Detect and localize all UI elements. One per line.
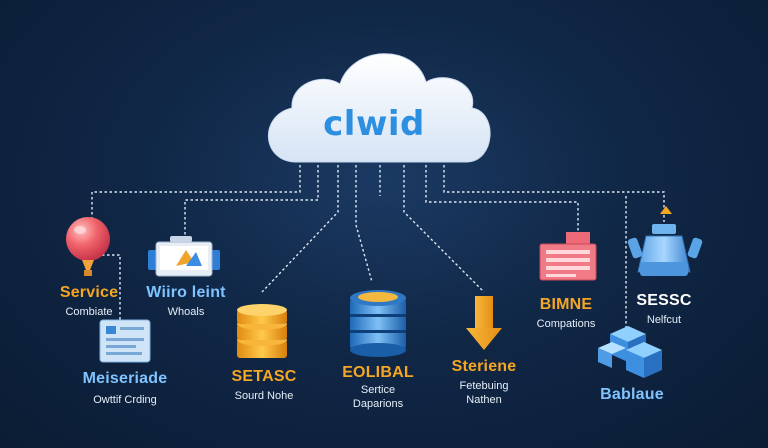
connector-steriene <box>403 160 485 293</box>
node-title-steriene: Steriene <box>451 358 517 375</box>
node-title-meiseriade: Meiseriade <box>82 370 168 387</box>
connector-service <box>91 160 301 218</box>
storage-drum-icon <box>350 290 406 357</box>
connector-eolibal <box>355 160 373 283</box>
balloon-icon <box>66 217 110 276</box>
cloud-shape <box>267 53 491 163</box>
node-subtitle-wiro: Whoals <box>167 306 205 318</box>
node-subtitle2-steriene: Nathen <box>466 394 502 406</box>
cube-cluster-icon <box>598 326 662 378</box>
connector-sessc <box>443 160 665 222</box>
connector-wiro <box>184 160 319 236</box>
node-title-bablaue: Bablaue <box>600 386 664 403</box>
node-subtitle2-eolibal: Daparions <box>352 398 404 410</box>
node-subtitle-sessc: Nelfcut <box>646 314 682 326</box>
connector-lines <box>91 160 665 330</box>
down-arrow-icon <box>466 296 502 350</box>
monitor-icon <box>148 236 220 277</box>
robot-icon <box>627 206 703 276</box>
node-subtitle-steriene: Fetebuing <box>459 380 509 392</box>
node-title-sessc: SESSC <box>636 292 692 309</box>
connector-bimne <box>425 160 579 232</box>
node-title-bimne: BIMNE <box>539 296 593 313</box>
connector-meiseriade <box>92 254 121 320</box>
server-rack-icon <box>539 232 597 281</box>
node-subtitle-service: Combiate <box>65 306 113 318</box>
node-title-setasc: SETASC <box>231 368 297 385</box>
cloud-label: clwid <box>323 104 425 144</box>
node-subtitle-bimne: Compations <box>536 318 596 330</box>
connector-setasc <box>261 160 339 293</box>
node-subtitle-eolibal: Sertice <box>360 384 396 396</box>
node-subtitle-setasc: Sourd Nohe <box>234 390 294 402</box>
document-panel-icon <box>99 319 151 363</box>
node-title-service: Service <box>59 284 119 301</box>
node-subtitle-meiseriade: Owttif Crding <box>93 394 157 406</box>
node-title-wiro: Wiiro leint <box>146 284 226 301</box>
node-title-eolibal: EOLIBAL <box>342 364 414 381</box>
database-stack-icon <box>237 304 287 358</box>
